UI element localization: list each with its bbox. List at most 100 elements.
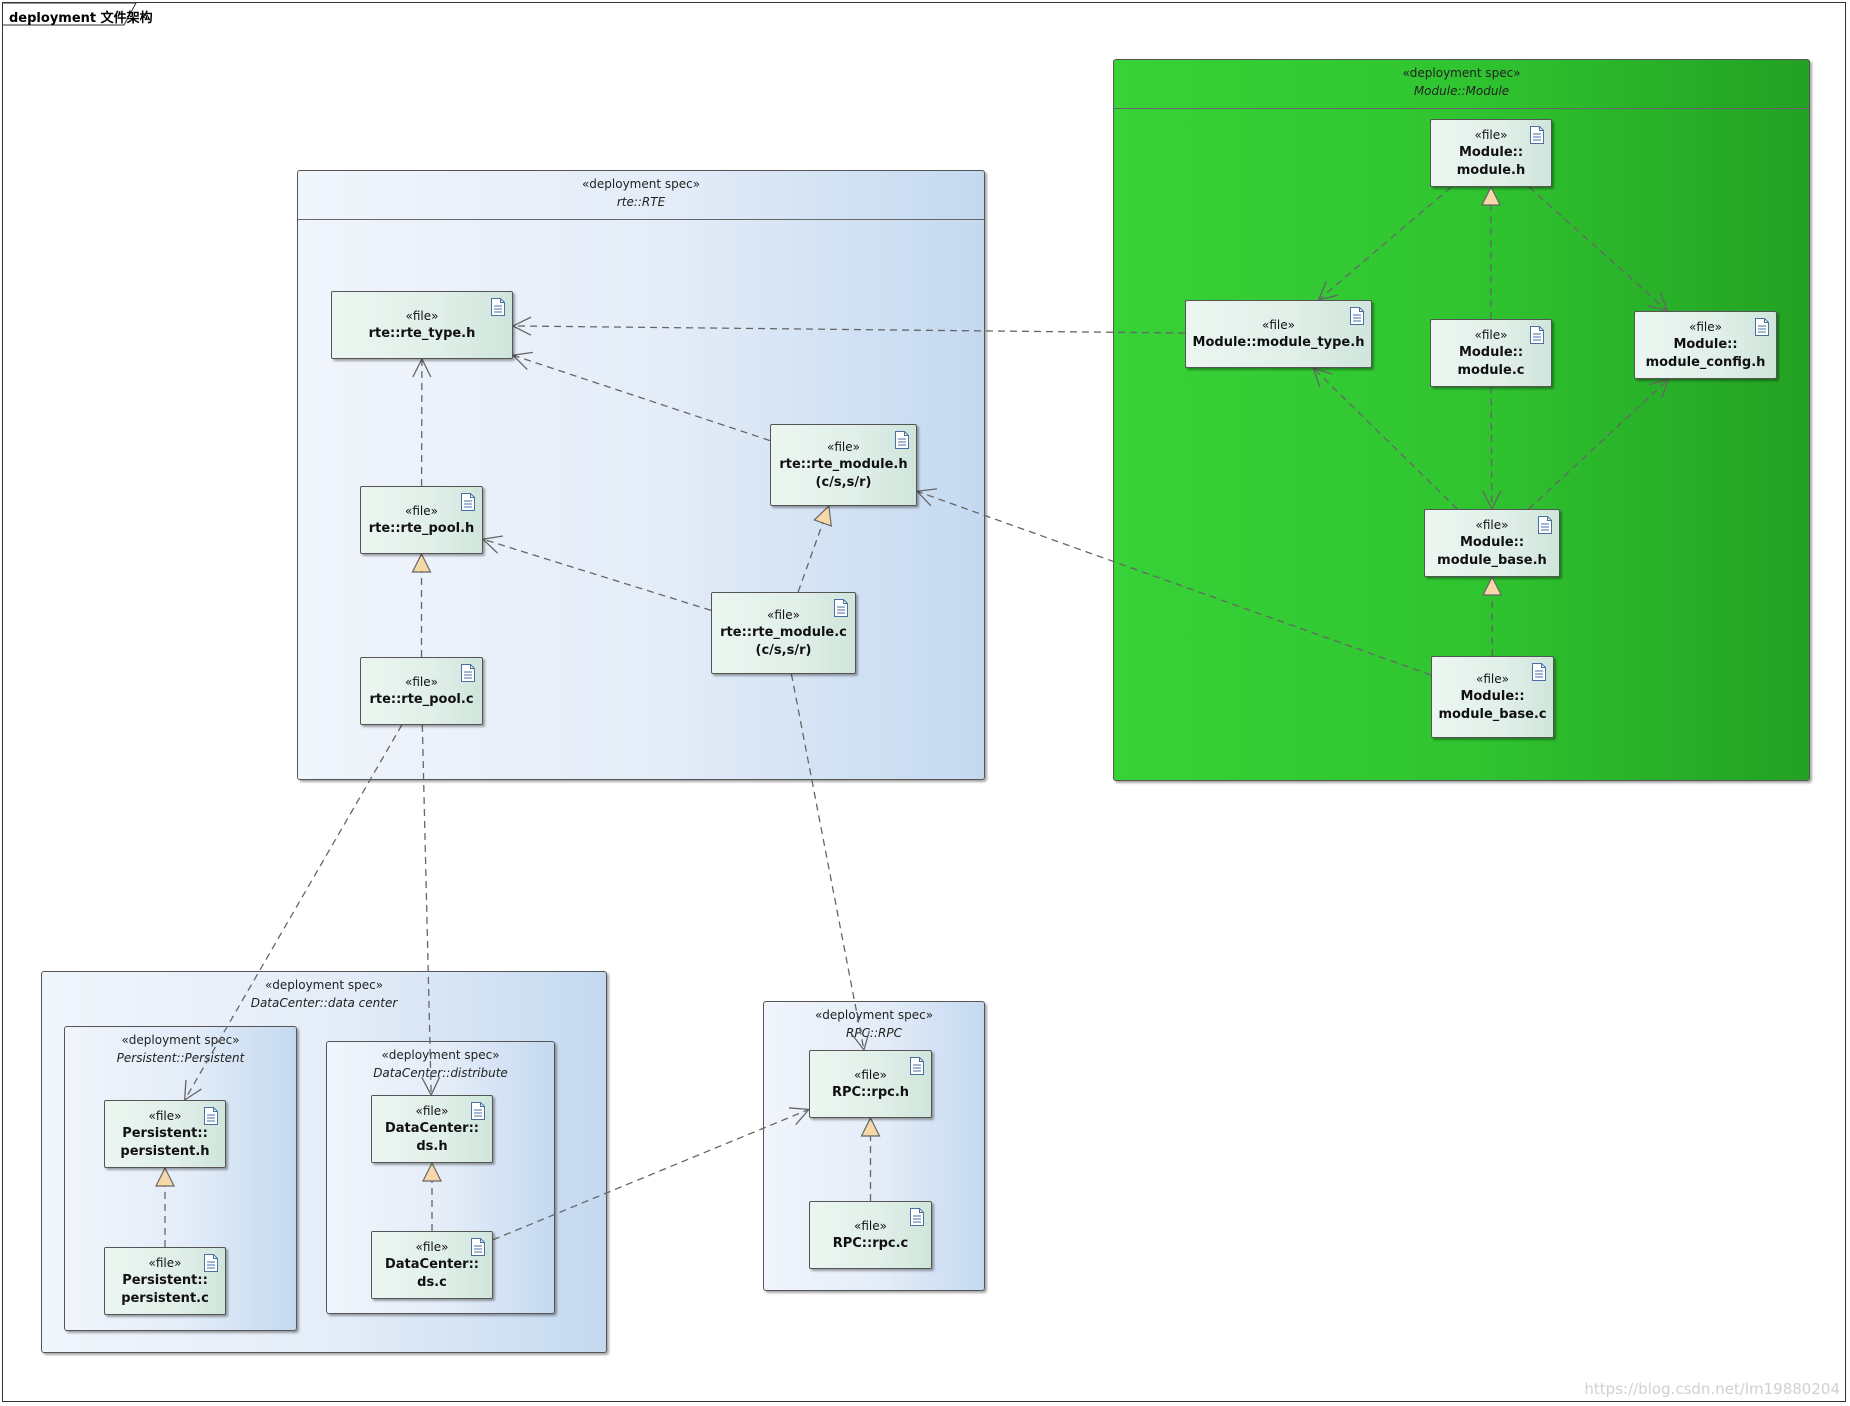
watermark: https://blog.csdn.net/lm19880204 — [1584, 1380, 1840, 1398]
dependency-connector[interactable] — [915, 488, 1432, 676]
realization-arrowhead — [1481, 185, 1501, 206]
connector-line — [916, 490, 1432, 676]
file-name-line: (c/s,s/r) — [755, 642, 812, 658]
package-name: rte::RTE — [616, 195, 666, 209]
file-stereotype: «file» — [1474, 327, 1508, 342]
frame-title: deployment 文件架构 — [9, 11, 153, 26]
file-module-config-h[interactable]: «file»Module::module_config.h — [1634, 311, 1777, 379]
file-name-line: ds.c — [417, 1274, 447, 1290]
file-name-line: (c/s,s/r) — [815, 474, 872, 490]
file-rpc-h[interactable]: «file»RPC::rpc.h — [809, 1050, 932, 1118]
dependency-connector[interactable] — [183, 724, 403, 1102]
file-rte-module-h[interactable]: «file»rte::rte_module.h(c/s,s/r) — [770, 424, 917, 506]
realization-arrowhead — [155, 1166, 175, 1187]
realization-connector[interactable] — [1481, 185, 1501, 319]
dependency-connector[interactable] — [1482, 386, 1502, 511]
connector-line — [790, 673, 865, 1051]
file-name-line: module_config.h — [1645, 354, 1766, 370]
realization-connector[interactable] — [422, 1161, 442, 1231]
dependency-connector[interactable] — [412, 357, 432, 487]
file-name-line: persistent.h — [120, 1143, 210, 1159]
document-icon — [491, 298, 505, 316]
file-name-line: Persistent:: — [122, 1125, 208, 1141]
package-header: «deployment spec» rte::RTE — [298, 171, 984, 211]
document-icon — [834, 599, 848, 617]
package-stereotype: «deployment spec» — [814, 1008, 934, 1022]
file-module-h[interactable]: «file»Module::module.h — [1430, 119, 1552, 187]
connector-line — [1528, 186, 1668, 312]
file-name-line: Module:: — [1673, 336, 1738, 352]
realization-connector[interactable] — [1482, 575, 1503, 657]
dependency-connector[interactable] — [492, 1107, 811, 1241]
realization-connector[interactable] — [411, 552, 432, 657]
file-rte-module-c[interactable]: «file»rte::rte_module.c(c/s,s/r) — [711, 592, 856, 674]
file-stereotype: «file» — [1476, 671, 1509, 686]
file-name-line: Module:: — [1460, 688, 1525, 704]
dependency-connector[interactable] — [481, 535, 712, 611]
connector-line — [421, 724, 432, 1096]
document-icon — [1538, 516, 1552, 534]
package-stereotype: «deployment spec» — [1402, 66, 1521, 80]
dependency-connector[interactable] — [1312, 366, 1458, 510]
file-stereotype: «file» — [854, 1067, 887, 1082]
file-persistent-c[interactable]: «file»Persistent::persistent.c — [104, 1247, 226, 1315]
file-name-line: Persistent:: — [122, 1272, 208, 1288]
file-name-line: module.h — [1456, 162, 1526, 178]
file-name-line: Module::module_type.h — [1192, 334, 1365, 350]
file-name-line: Module:: — [1458, 344, 1524, 360]
dependency-connector[interactable] — [511, 316, 1186, 336]
document-icon — [895, 431, 909, 449]
package-stereotype: «deployment spec» — [581, 177, 701, 191]
dependency-arrowhead — [511, 316, 532, 336]
file-rte-type-h[interactable]: «file»rte::rte_type.h — [331, 291, 513, 359]
dependency-connector[interactable] — [421, 724, 441, 1097]
file-module-type-h[interactable]: «file»Module::module_type.h — [1185, 300, 1372, 368]
dependency-arrowhead — [183, 1079, 202, 1102]
file-rte-pool-h[interactable]: «file»rte::rte_pool.h — [360, 486, 483, 554]
file-name-line: persistent.c — [121, 1290, 209, 1306]
dependency-connector[interactable] — [1528, 378, 1670, 510]
file-ds-h[interactable]: «file»DataCenter::ds.h — [371, 1095, 493, 1163]
file-stereotype: «file» — [1689, 319, 1722, 334]
file-stereotype: «file» — [405, 503, 438, 518]
file-module-base-h[interactable]: «file»Module::module_base.h — [1424, 509, 1560, 577]
package-header: «deployment spec» Persistent::Persistent — [65, 1027, 296, 1067]
file-module-c[interactable]: «file»Module::module.c — [1430, 319, 1552, 387]
document-icon — [461, 664, 475, 682]
file-persistent-h[interactable]: «file»Persistent::persistent.h — [104, 1100, 226, 1168]
connector-line — [1317, 186, 1452, 301]
package-stereotype: «deployment spec» — [121, 1033, 240, 1047]
package-header: «deployment spec» Module::Module — [1114, 60, 1809, 100]
dependency-arrowhead — [1649, 378, 1670, 399]
package-name: Persistent::Persistent — [116, 1051, 245, 1065]
connector-line — [512, 354, 771, 442]
file-name-line: RPC::rpc.c — [832, 1235, 909, 1251]
dependency-connector[interactable] — [511, 351, 771, 442]
realization-connector[interactable] — [797, 504, 832, 593]
package-stereotype: «deployment spec» — [381, 1048, 500, 1062]
file-stereotype: «file» — [148, 1108, 182, 1123]
file-name-line: rte::rte_pool.h — [368, 520, 475, 536]
file-name-line: rte::rte_type.h — [368, 325, 476, 341]
connector-line — [1490, 386, 1493, 510]
file-name-line: rte::rte_module.c — [720, 624, 847, 640]
file-rte-pool-c[interactable]: «file»rte::rte_pool.c — [360, 657, 483, 725]
dependency-arrowhead — [511, 351, 534, 370]
dependency-connector[interactable] — [790, 673, 870, 1052]
connector-line — [492, 1108, 810, 1241]
package-divider — [298, 219, 984, 220]
file-ds-c[interactable]: «file»DataCenter::ds.c — [371, 1231, 493, 1299]
document-icon — [1530, 326, 1544, 344]
file-rpc-c[interactable]: «file»RPC::rpc.c — [809, 1201, 932, 1269]
file-module-base-c[interactable]: «file»Module::module_base.c — [1431, 656, 1554, 738]
realization-connector[interactable] — [860, 1116, 881, 1201]
realization-connector[interactable] — [155, 1166, 175, 1247]
document-icon — [471, 1238, 485, 1256]
document-icon — [910, 1057, 924, 1075]
dependency-connector[interactable] — [1528, 186, 1669, 312]
realization-arrowhead — [422, 1161, 442, 1182]
dependency-connector[interactable] — [1317, 186, 1452, 301]
file-stereotype: «file» — [405, 308, 439, 323]
connector-line — [184, 724, 403, 1101]
